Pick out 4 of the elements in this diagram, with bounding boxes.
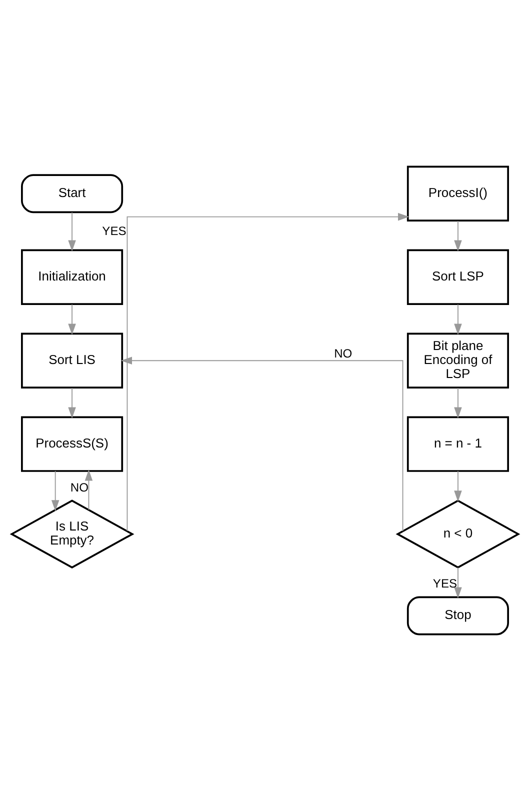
edge-label: NO xyxy=(70,480,88,494)
edge-label: YES xyxy=(102,223,126,238)
edge-label: NO xyxy=(334,346,352,360)
edge-label: YES xyxy=(432,576,458,590)
